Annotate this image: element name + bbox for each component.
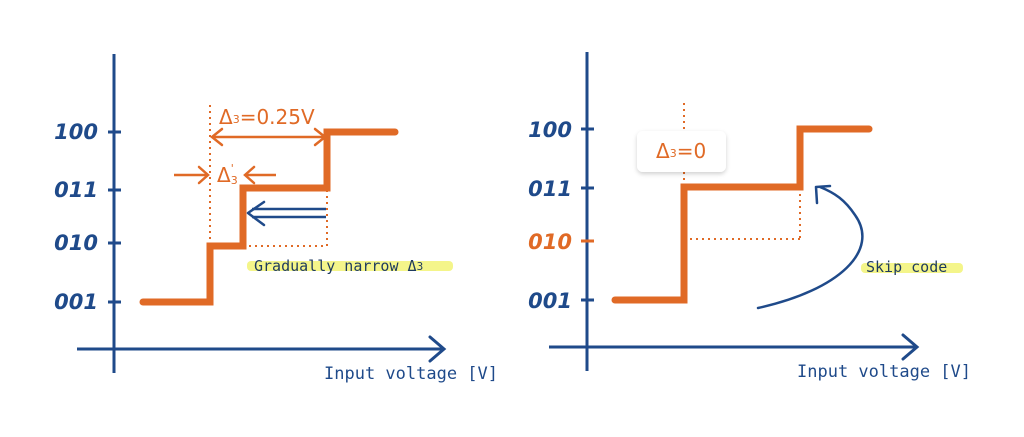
delta3-prime-arrowhead-right — [243, 165, 256, 185]
delta-value: =0.25V — [240, 105, 315, 129]
callout-delta-symbol: Δ — [656, 139, 670, 163]
delta-subscript: 3 — [233, 113, 240, 126]
skip-code-curved-arrow — [756, 185, 864, 310]
right-diagram: 100 011 010 001 Δ3=0 Skip code Input vol… — [528, 52, 971, 382]
right-x-axis-title: Input voltage [V] — [797, 362, 971, 382]
left-tick-label-010: 010 — [54, 231, 98, 255]
left-tick-label-011: 011 — [54, 178, 98, 202]
right-staircase-transfer-curve — [611, 125, 873, 304]
left-staircase-transfer-curve — [139, 128, 399, 306]
delta3-arrowhead-left — [209, 127, 224, 147]
left-diagram: 100 011 010 001 Δ3=0.25V Δ'3 Gradu — [54, 54, 498, 384]
delta-prime-mark: ' — [231, 162, 234, 175]
right-x-axis-arrowhead — [901, 333, 920, 361]
gradually-narrow-highlight — [247, 261, 453, 271]
gradually-narrow-note: Gradually narrow Δ3 — [254, 257, 423, 275]
delta3-arrowhead-right — [313, 127, 328, 147]
right-tick-label-001: 001 — [528, 289, 572, 313]
skip-code-note: Skip code — [866, 258, 947, 276]
delta3-zero-callout-box — [637, 131, 726, 172]
narrow-arrowhead — [246, 200, 266, 227]
delta3-zero-callout-label: Δ3=0 — [656, 139, 706, 163]
delta-prime-subscript: 3 — [231, 174, 238, 187]
right-tick-label-011: 011 — [528, 177, 572, 201]
note-text: Gradually narrow Δ — [254, 257, 417, 275]
left-x-axis-arrowhead — [428, 335, 447, 363]
left-tick-label-100: 100 — [54, 120, 98, 144]
delta3-prime-arrowhead-left — [197, 165, 210, 185]
delta3-label: Δ3=0.25V — [219, 105, 315, 129]
delta3-prime-label: Δ'3 — [217, 162, 238, 187]
delta-symbol: Δ — [219, 105, 233, 129]
callout-subscript: 3 — [670, 147, 677, 160]
left-tick-label-001: 001 — [54, 290, 98, 314]
right-tick-label-100: 100 — [528, 118, 572, 142]
skip-code-arrowhead — [814, 184, 832, 205]
right-tick-label-010-skipped: 010 — [528, 230, 572, 254]
note-subscript: 3 — [417, 260, 424, 273]
left-x-axis-title: Input voltage [V] — [324, 364, 498, 384]
callout-value: =0 — [677, 139, 706, 163]
skip-code-highlight — [861, 263, 963, 273]
delta-prime-symbol: Δ — [217, 163, 231, 187]
